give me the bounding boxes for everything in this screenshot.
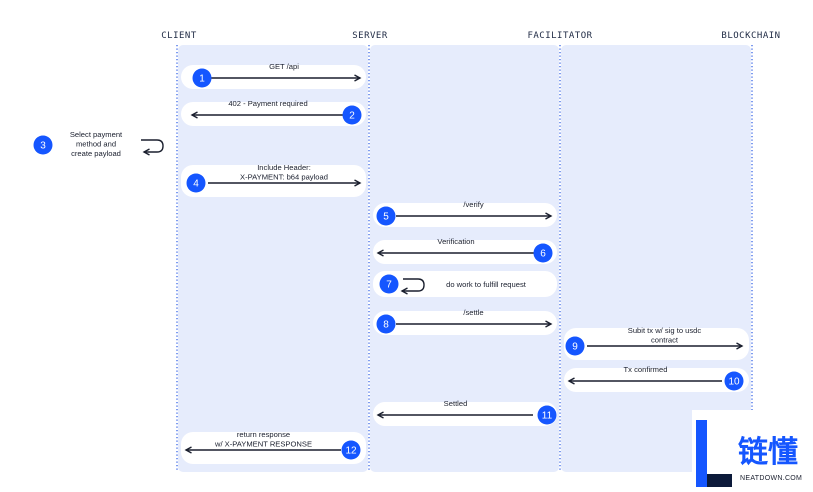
step-number-badge bbox=[341, 440, 361, 460]
step-label: /settle bbox=[463, 308, 483, 317]
self-loop-arrow bbox=[141, 139, 164, 156]
facilitator-lane bbox=[561, 45, 751, 472]
step-11: Settled 11 bbox=[373, 399, 557, 426]
step-label: w/ X-PAYMENT RESPONSE bbox=[214, 440, 312, 449]
step-4: Include Header:X-PAYMENT: b64 payload 4 bbox=[181, 163, 366, 197]
step-label: create payload bbox=[71, 149, 121, 158]
step-label: X-PAYMENT: b64 payload bbox=[240, 173, 328, 182]
step-10: Tx confirmed 10 bbox=[564, 365, 749, 392]
step-number-badge bbox=[342, 105, 362, 125]
step-number: 12 bbox=[345, 446, 357, 457]
step-label: 402 - Payment required bbox=[228, 99, 307, 108]
step-number: 5 bbox=[383, 212, 389, 223]
step-number-badge bbox=[33, 135, 53, 155]
column-header-server: SERVER bbox=[352, 31, 388, 41]
step-number: 10 bbox=[728, 377, 740, 388]
step-label: Verification bbox=[437, 237, 474, 246]
step-number: 6 bbox=[540, 249, 546, 260]
step-7: do work to fulfill request 7 bbox=[373, 271, 557, 297]
client-lane bbox=[178, 45, 368, 472]
step-number-badge bbox=[376, 206, 396, 226]
step-label: method and bbox=[76, 140, 116, 149]
step-card bbox=[373, 402, 557, 426]
step-number-badge bbox=[724, 371, 744, 391]
step-number: 1 bbox=[199, 74, 205, 85]
logo-url-text: NEATDOWN.COM bbox=[740, 475, 802, 482]
step-label: return response bbox=[237, 430, 290, 439]
step-card bbox=[564, 328, 749, 360]
step-8: /settle 8 bbox=[373, 308, 557, 335]
step-label: /verify bbox=[463, 200, 483, 209]
step-6: Verification 6 bbox=[373, 237, 557, 264]
step-number: 11 bbox=[542, 411, 553, 422]
step-label: contract bbox=[651, 336, 679, 345]
step-number: 3 bbox=[40, 141, 46, 152]
step-label: Select payment bbox=[70, 130, 123, 139]
step-card bbox=[373, 311, 557, 335]
step-label: Tx confirmed bbox=[624, 365, 668, 374]
step-5: /verify 5 bbox=[373, 200, 557, 227]
step-number: 8 bbox=[383, 320, 389, 331]
step-card bbox=[181, 65, 366, 89]
step-number-badge bbox=[376, 314, 396, 334]
step-card bbox=[181, 102, 366, 126]
step-label: Subit tx w/ sig to usdc bbox=[628, 326, 702, 335]
column-header-client: CLIENT bbox=[161, 31, 197, 41]
step-number: 2 bbox=[349, 111, 355, 122]
self-loop-arrow bbox=[400, 278, 425, 295]
logo-l-mark bbox=[696, 420, 732, 487]
column-header-blockchain: BLOCKCHAIN bbox=[721, 31, 780, 41]
step-label: Include Header: bbox=[257, 163, 311, 172]
neatdown-logo: 链懂 NEATDOWN.COM bbox=[692, 410, 813, 492]
step-card bbox=[181, 432, 366, 464]
column-header-facilitator: FACILITATOR bbox=[527, 31, 592, 41]
step-number: 7 bbox=[386, 280, 392, 291]
step-number-badge bbox=[192, 68, 212, 88]
step-number-badge bbox=[537, 405, 557, 425]
step-card bbox=[373, 240, 557, 264]
step-number-badge bbox=[379, 274, 399, 294]
step-number-badge bbox=[565, 336, 585, 356]
step-card bbox=[564, 368, 749, 392]
step-card bbox=[373, 203, 557, 227]
logo-chinese-text: 链懂 bbox=[738, 435, 798, 470]
step-2: 402 - Payment required 2 bbox=[181, 99, 366, 126]
step-card bbox=[181, 165, 366, 197]
step-number-badge bbox=[186, 173, 206, 193]
step-number: 9 bbox=[572, 342, 578, 353]
step-number-badge bbox=[533, 243, 553, 263]
step-1: GET /api 1 bbox=[181, 62, 366, 89]
step-label: Settled bbox=[444, 399, 468, 408]
step-label: do work to fulfill request bbox=[446, 280, 527, 289]
step-label: GET /api bbox=[269, 62, 299, 71]
step-number: 4 bbox=[193, 179, 199, 190]
step-card bbox=[28, 126, 174, 164]
